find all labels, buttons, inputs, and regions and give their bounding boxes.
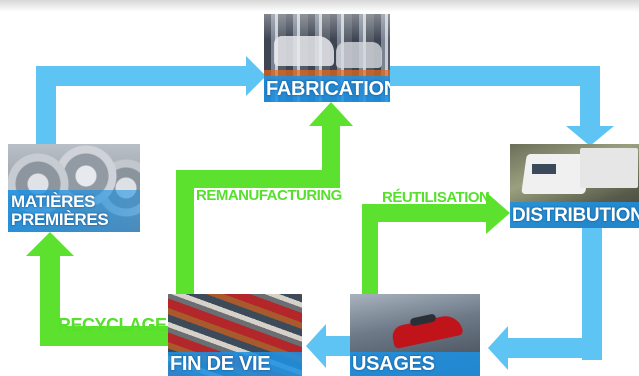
green-arrow-reman-vertical-left (176, 170, 194, 296)
node-distribution: DISTRIBUTION (510, 144, 639, 228)
recyclage-label: RECYCLAGE (58, 315, 167, 335)
node-matieres-premieres: MATIÈRES PREMIÈRES (8, 144, 140, 232)
fabrication-label: FABRICATION (266, 78, 390, 100)
blue-arrow-head-to-usages (488, 326, 508, 370)
fin-de-vie-label: FIN DE VIE (170, 353, 271, 375)
blue-arrow-head-to-fabrication (246, 56, 266, 96)
matieres-label-band (8, 190, 140, 232)
distribution-label: DISTRIBUTION (512, 205, 639, 226)
fabrication-label-band (264, 76, 390, 102)
blue-arrow-bottom-right (506, 338, 602, 358)
green-arrow-recycle-horizontal (40, 326, 170, 346)
green-arrow-reman-horizontal (176, 170, 340, 188)
blue-arrow-usages-to-findevie (324, 336, 354, 356)
green-loop-arrows (26, 102, 510, 346)
reutilisation-label: RÉUTILISATION (382, 189, 490, 206)
blue-loop-arrows (36, 56, 614, 370)
blue-arrow-top-left (36, 66, 248, 86)
blue-arrow-right-down (580, 66, 600, 128)
green-arrow-head-to-matieres (26, 232, 74, 256)
blue-arrow-head-to-distribution (566, 126, 614, 146)
findevie-label-band (168, 352, 302, 376)
distribution-label-band (510, 202, 639, 228)
green-arrow-head-to-distribution (486, 192, 510, 234)
usages-label-band (350, 352, 480, 376)
matieres-label-line2: PREMIÈRES (11, 210, 109, 229)
node-usages: USAGES (350, 294, 480, 376)
green-arrow-reman-vertical-right (322, 124, 340, 188)
green-arrow-head-to-fabrication (309, 102, 353, 126)
blue-arrow-right-vertical (582, 228, 602, 360)
remanufacturing-label: REMANUFACTURING (196, 187, 342, 204)
blue-arrow-head-to-findevie (306, 324, 326, 368)
blue-arrow-top-right (390, 66, 600, 86)
matieres-label-line1: MATIÈRES (11, 192, 96, 211)
green-arrow-reuse-horizontal (362, 204, 490, 222)
green-arrow-reuse-vertical (362, 204, 378, 296)
usages-label: USAGES (352, 353, 435, 375)
node-fabrication: FABRICATION (264, 14, 390, 102)
top-shadow-bar (0, 0, 639, 12)
node-fin-de-vie: FIN DE VIE (168, 294, 302, 376)
green-arrow-recycle-vertical (40, 248, 60, 346)
